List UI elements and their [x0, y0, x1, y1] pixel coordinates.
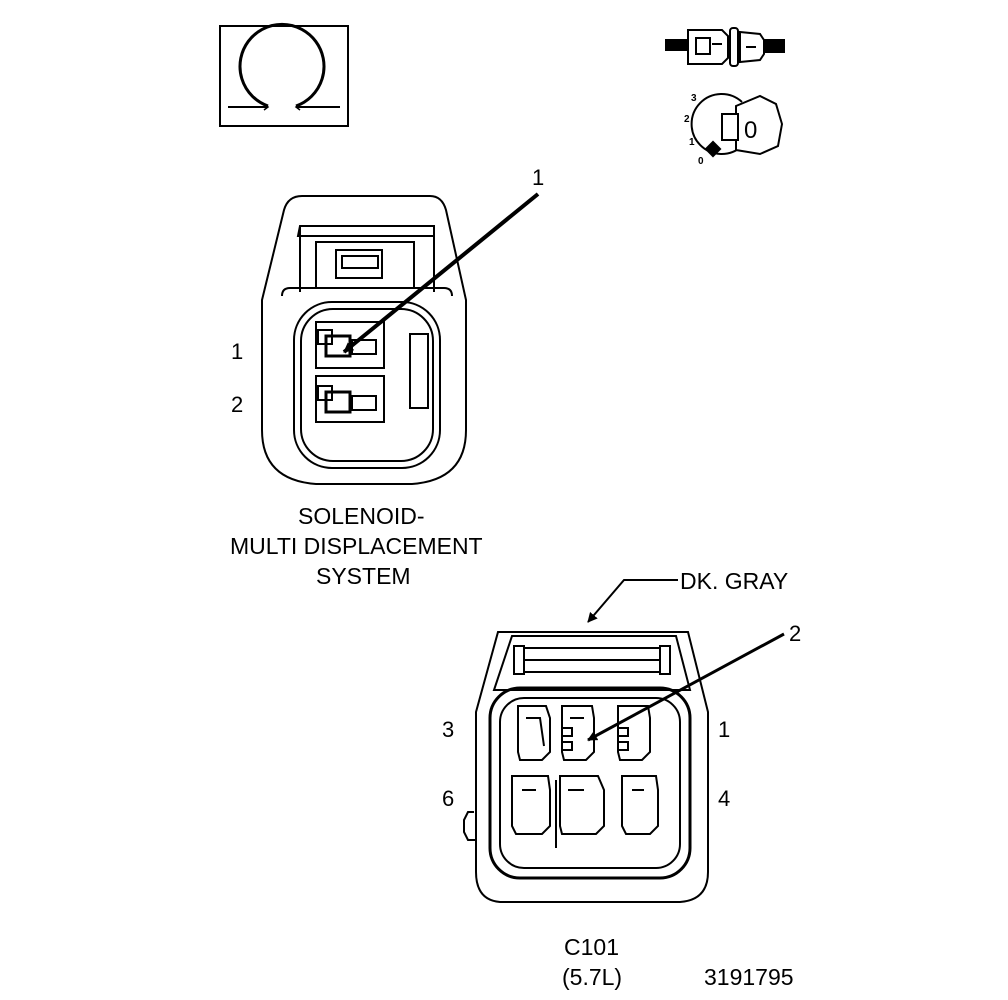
c101-caption-line-1: C101: [564, 934, 619, 960]
solenoid-pin-2-label: 2: [231, 392, 244, 417]
callout-number-1: 1: [532, 165, 545, 190]
connector-plug-icon: [665, 27, 785, 67]
dial-mark-0: 0: [698, 156, 704, 167]
ohm-symbol-icon: [219, 22, 349, 127]
solenoid-pin-1-label: 1: [231, 339, 244, 364]
c101-pin-3-label: 3: [442, 717, 455, 742]
ignition-key-icon: [690, 93, 784, 158]
solenoid-caption-line-1: SOLENOID-: [298, 503, 425, 529]
callout-line-2: [587, 632, 785, 742]
callout-number-2: 2: [789, 621, 802, 646]
c101-connector: [463, 631, 709, 903]
dial-mark-2: 2: [684, 114, 690, 125]
solenoid-caption-line-3: SYSTEM: [316, 563, 411, 589]
callout-line-dk-gray: [587, 579, 678, 623]
dial-mark-1: 1: [689, 137, 695, 148]
c101-pin-1-label: 1: [718, 717, 731, 742]
dial-mark-3: 3: [691, 93, 697, 104]
callout-line-1: [342, 192, 540, 354]
solenoid-caption-line-2: MULTI DISPLACEMENT: [230, 533, 483, 559]
solenoid-connector: [261, 195, 467, 485]
key-symbol: 0: [744, 117, 758, 144]
figure-number: 3191795: [704, 964, 794, 990]
c101-caption-line-2: (5.7L): [562, 964, 623, 990]
c101-pin-4-label: 4: [718, 786, 731, 811]
c101-pin-6-label: 6: [442, 786, 455, 811]
color-label: DK. GRAY: [680, 568, 789, 594]
